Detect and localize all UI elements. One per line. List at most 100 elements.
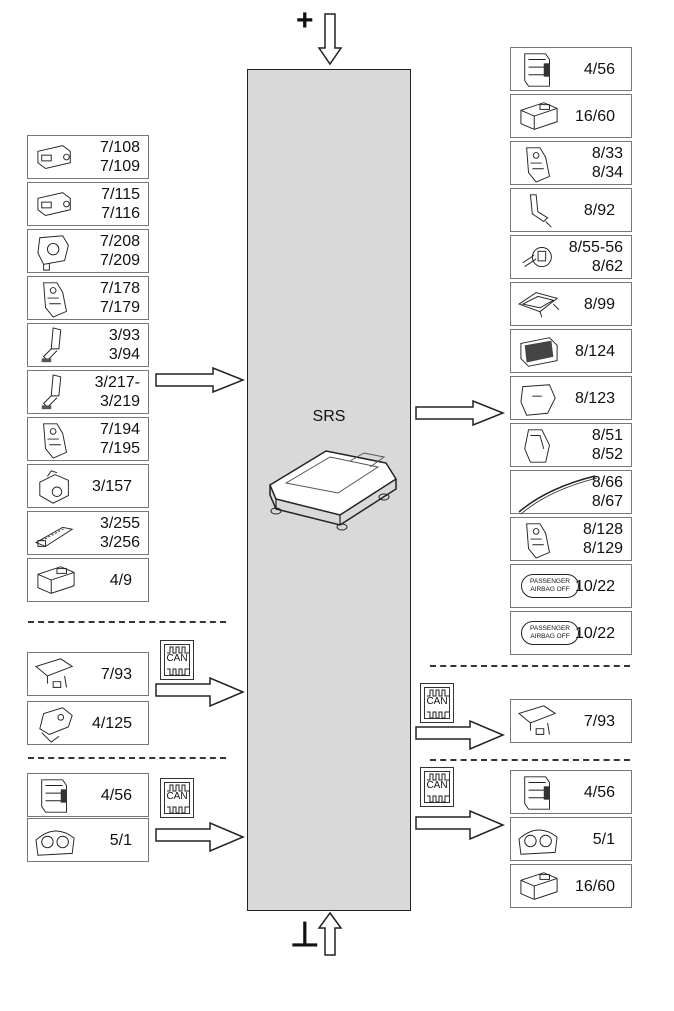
part-reference: 8/123 [575, 377, 615, 419]
reference-line: 4/125 [91, 714, 132, 732]
part-reference: 4/9 [110, 559, 132, 601]
sensor-bracket-icon [37, 235, 69, 271]
right-can-component-box: 4/56 [510, 770, 632, 814]
right-component-box: 16/60 [510, 94, 632, 138]
up-arrow-icon [317, 911, 343, 956]
reference-line: 8/55-56 [568, 239, 623, 256]
reference-line: 4/56 [100, 786, 132, 804]
curtain-airbag-icon [518, 475, 598, 515]
reference-line: 7/108 [99, 139, 140, 156]
part-reference: 5/1 [593, 818, 615, 860]
control-unit-icon [520, 102, 558, 130]
reference-line: 16/60 [574, 107, 615, 125]
down-arrow-icon [317, 13, 343, 66]
control-module-icon [524, 776, 550, 810]
reference-line: 7/116 [101, 205, 140, 222]
part-reference: 7/93 [101, 653, 132, 695]
reference-line: 8/124 [574, 342, 615, 360]
srs-module-icon [269, 450, 398, 531]
plus-symbol: + [296, 4, 314, 37]
reference-line: 4/56 [583, 783, 615, 801]
part-reference: 7/93 [584, 700, 615, 742]
left-can-component-box: 7/93 [27, 652, 149, 696]
reference-line: 7/109 [99, 158, 140, 175]
part-reference: 16/60 [575, 95, 615, 137]
reference-line: 7/178 [99, 280, 140, 297]
reference-line: 3/255 [99, 515, 140, 532]
part-reference: 4/56 [101, 774, 132, 816]
control-module-icon [524, 53, 550, 87]
reference-line: 8/66 [591, 474, 623, 491]
reference-line: 5/1 [109, 831, 132, 849]
reference-line: 16/60 [574, 877, 615, 895]
part-reference: 8/124 [575, 330, 615, 372]
right-component-box: 8/99 [510, 282, 632, 326]
reference-line: 10/22 [574, 624, 615, 642]
reference-line: 3/217- [94, 374, 140, 391]
reference-line: 8/99 [583, 295, 615, 313]
left-can-component-box: 4/56 [27, 773, 149, 817]
airbag-module-icon [520, 337, 558, 367]
part-reference: 16/60 [575, 865, 615, 907]
can-input-arrow-icon [155, 676, 245, 708]
seatbelt-buckle-icon [41, 374, 62, 410]
instrument-cluster-icon [35, 830, 75, 856]
seat-sensor-icon [37, 145, 71, 169]
right-component-box: 4/56 [510, 47, 632, 91]
reference-line: 4/56 [583, 60, 615, 78]
retractor-icon [522, 247, 552, 268]
reference-line: 8/52 [591, 446, 623, 463]
right-component-box: 8/51 8/52 [510, 423, 632, 467]
reference-line: 7/93 [100, 665, 132, 683]
sensor-module-icon [526, 523, 551, 559]
reference-line: 8/51 [591, 427, 623, 444]
sensor-module-icon [43, 282, 68, 318]
left-component-box: 7/108 7/109 [27, 135, 149, 179]
right-can-component-box: 5/1 [510, 817, 632, 861]
mat-sensor-icon [35, 658, 74, 688]
control-unit-icon [520, 872, 558, 900]
right-component-box: 8/123 [510, 376, 632, 420]
right-component-box: 8/124 [510, 329, 632, 373]
reference-line: 8/92 [583, 201, 615, 219]
part-reference: 3/217-3/219 [95, 371, 140, 413]
reference-line: 4/9 [109, 571, 132, 589]
part-reference: 7/108 7/109 [100, 136, 140, 178]
seat-frame-icon [517, 292, 560, 318]
control-unit-icon [37, 566, 75, 594]
reference-line: 3/157 [91, 477, 132, 495]
reference-line: 7/208 [99, 233, 140, 250]
reference-line: 8/67 [591, 493, 623, 510]
part-reference: 10/22 [575, 612, 615, 654]
part-reference: 4/56 [584, 48, 615, 90]
can-input-arrow-icon [155, 821, 245, 853]
left-component-box: 3/217-3/219 [27, 370, 149, 414]
right-can-component-box: 7/93 [510, 699, 632, 743]
instrument-cluster-icon [518, 829, 558, 855]
part-reference: 4/125 [92, 702, 132, 744]
input-arrow-icon [155, 366, 246, 394]
part-reference: 3/157 [92, 465, 132, 507]
reference-line: 7/195 [99, 440, 140, 457]
separator [28, 621, 226, 623]
pretensioner-icon [529, 194, 552, 228]
can-output-arrow-icon [415, 809, 505, 841]
left-component-box: 4/9 [27, 558, 149, 602]
sensor-module-icon [43, 423, 68, 459]
right-can-component-box: 16/60 [510, 864, 632, 908]
control-module-icon [41, 779, 67, 813]
